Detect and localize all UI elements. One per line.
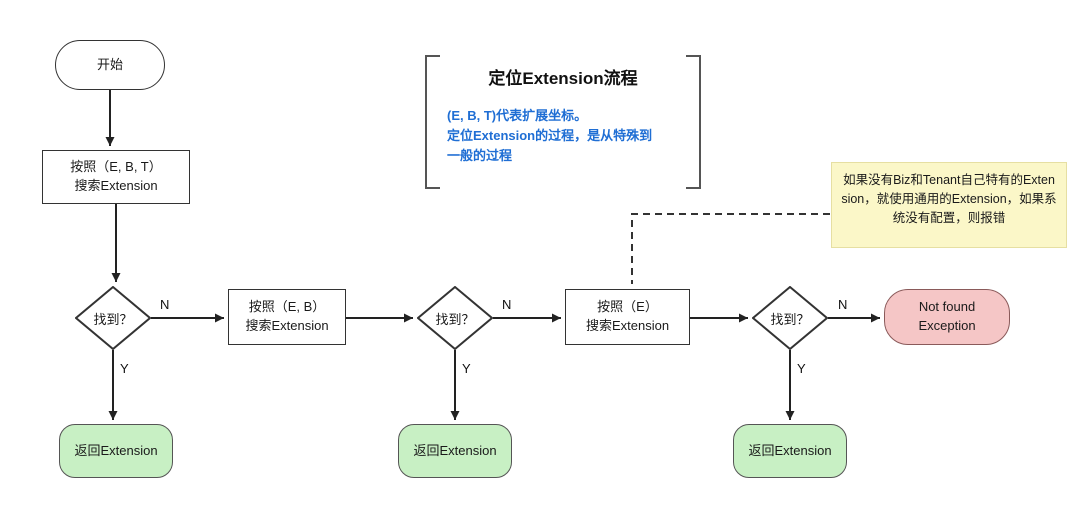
not-found-line1: Not found <box>918 299 976 315</box>
edge-label-yes-2: Y <box>462 361 471 376</box>
diagram-description: (E, B, T)代表扩展坐标。 定位Extension的过程，是从特殊到 一般… <box>447 106 699 166</box>
search-ebt-line1: 按照（E, B, T） <box>70 159 162 175</box>
not-found-line2: Exception <box>918 318 976 333</box>
search-e-line2: 搜索Extension <box>585 318 670 333</box>
edge-label-no-1: N <box>160 297 170 312</box>
decision2-node: 找到？ <box>417 286 493 350</box>
return-extension-node-2: 返回Extension <box>398 424 512 478</box>
return-extension-node-3: 返回Extension <box>733 424 847 478</box>
decision2-label: 找到？ <box>435 311 475 327</box>
diamond-shape <box>75 286 151 350</box>
description-line-2: 定位Extension的过程，是从特殊到 <box>447 128 653 144</box>
return-extension-node-1: 返回Extension <box>59 424 173 478</box>
description-line-3: 一般的过程 <box>447 148 513 164</box>
diamond-shape <box>752 286 828 350</box>
edge-label-no-2: N <box>502 297 512 312</box>
description-line-1: (E, B, T)代表扩展坐标。 <box>447 108 588 123</box>
decision1-node: 找到？ <box>75 286 151 350</box>
edge-label-yes-1: Y <box>120 361 129 376</box>
edge-label-no-3: N <box>838 297 848 312</box>
edge-label-yes-3: Y <box>797 361 806 376</box>
decision3-label: 找到？ <box>770 311 810 327</box>
not-found-exception-node: Not found Exception <box>884 289 1010 345</box>
search-eb-line1: 按照（E, B） <box>248 299 326 315</box>
diamond-shape <box>417 286 493 350</box>
decision3-node: 找到？ <box>752 286 828 350</box>
search-e-line1: 按照（E） <box>597 299 658 315</box>
search-ebt-node: 按照（E, B, T） 搜索Extension <box>42 150 190 204</box>
annotation-note: 如果没有Biz和Tenant自己特有的Extension，就使用通用的Exten… <box>831 162 1067 248</box>
search-eb-node: 按照（E, B） 搜索Extension <box>228 289 346 345</box>
search-eb-line2: 搜索Extension <box>245 318 329 333</box>
decision1-label: 找到？ <box>93 311 133 327</box>
diagram-title: 定位Extension流程 <box>488 69 638 88</box>
search-ebt-line2: 搜索Extension <box>74 178 158 193</box>
start-node: 开始 <box>55 40 165 90</box>
search-e-node: 按照（E） 搜索Extension <box>565 289 690 345</box>
